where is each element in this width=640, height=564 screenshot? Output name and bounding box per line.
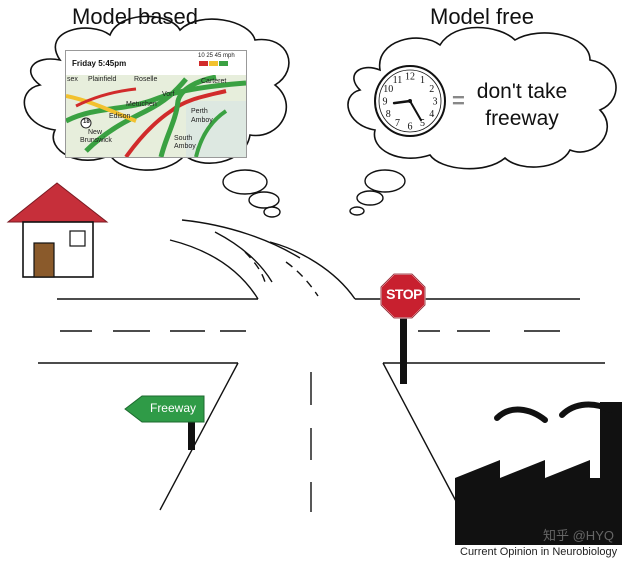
legend-swatch-red (199, 61, 208, 66)
map-label: Roselle (134, 76, 158, 83)
thought-bubble-right-2 (356, 190, 384, 206)
clock-number: 11 (393, 75, 403, 86)
map-label: New (88, 129, 103, 136)
clock-number: 1 (420, 75, 425, 86)
rule-line-1: don't take (476, 80, 568, 103)
title-model-free: Model free (430, 4, 534, 29)
watermark: 知乎 @HYQ (543, 528, 614, 543)
freeway-sign-label: Freeway (149, 401, 196, 415)
clock-number: 2 (429, 84, 434, 95)
source-credit: Current Opinion in Neurobiology (460, 546, 618, 558)
map-label: Amboy (191, 117, 213, 124)
rule-line-2: freeway (485, 107, 559, 130)
map-label: Brunswick (80, 137, 112, 144)
map-speed-legend: 10 25 45 mph (198, 53, 235, 59)
thought-bubble-left-3 (263, 206, 281, 218)
map-label: Edison (109, 113, 131, 120)
thought-bubble-right-1 (364, 169, 406, 193)
map-label: Vorf (162, 91, 175, 98)
road-lines (38, 219, 605, 512)
factory-icon (455, 401, 622, 545)
legend-swatch-yellow (209, 61, 218, 66)
stop-sign-label: STOP (386, 286, 422, 302)
map-time: Friday 5:45pm (72, 59, 127, 68)
map-label: Plainfield (88, 76, 117, 83)
map-label: South (174, 135, 193, 142)
traffic-map-header: Friday 5:45pm 10 25 45 mph (66, 51, 246, 75)
traffic-map-roads (66, 74, 246, 157)
map-label: sex (67, 76, 78, 83)
stop-sign (380, 273, 426, 384)
freeway-sign (124, 395, 205, 450)
map-label: Metuchen (126, 101, 157, 108)
map-label: Carteret (201, 78, 227, 85)
map-label: Amboy (174, 143, 196, 150)
clock-number: 3 (433, 97, 438, 108)
house-icon (6, 182, 109, 278)
legend-swatch-green (219, 61, 228, 66)
clock-number: 10 (383, 84, 393, 95)
clock-number: 6 (408, 122, 413, 133)
traffic-map: Friday 5:45pm 10 25 45 mph sex Plainfiel… (65, 50, 247, 158)
clock-minute-hand (409, 100, 422, 122)
clock-number: 7 (395, 118, 400, 129)
clock-number: 4 (429, 109, 434, 120)
clock-number: 12 (405, 72, 415, 83)
clock-hour-hand (392, 99, 412, 105)
thought-bubble-left-1 (222, 169, 268, 195)
thought-bubble-right-3 (349, 206, 365, 216)
clock-number: 8 (386, 109, 391, 120)
equals-sign: = (452, 88, 465, 113)
model-free-rule: don't take freeway (466, 78, 578, 132)
map-label: 18 (83, 119, 90, 125)
clock-number: 5 (420, 118, 425, 129)
clock-number: 9 (383, 97, 388, 108)
thought-bubble-left-2 (248, 191, 280, 209)
title-model-based: Model based (72, 4, 198, 29)
map-label: Perth (191, 108, 208, 115)
